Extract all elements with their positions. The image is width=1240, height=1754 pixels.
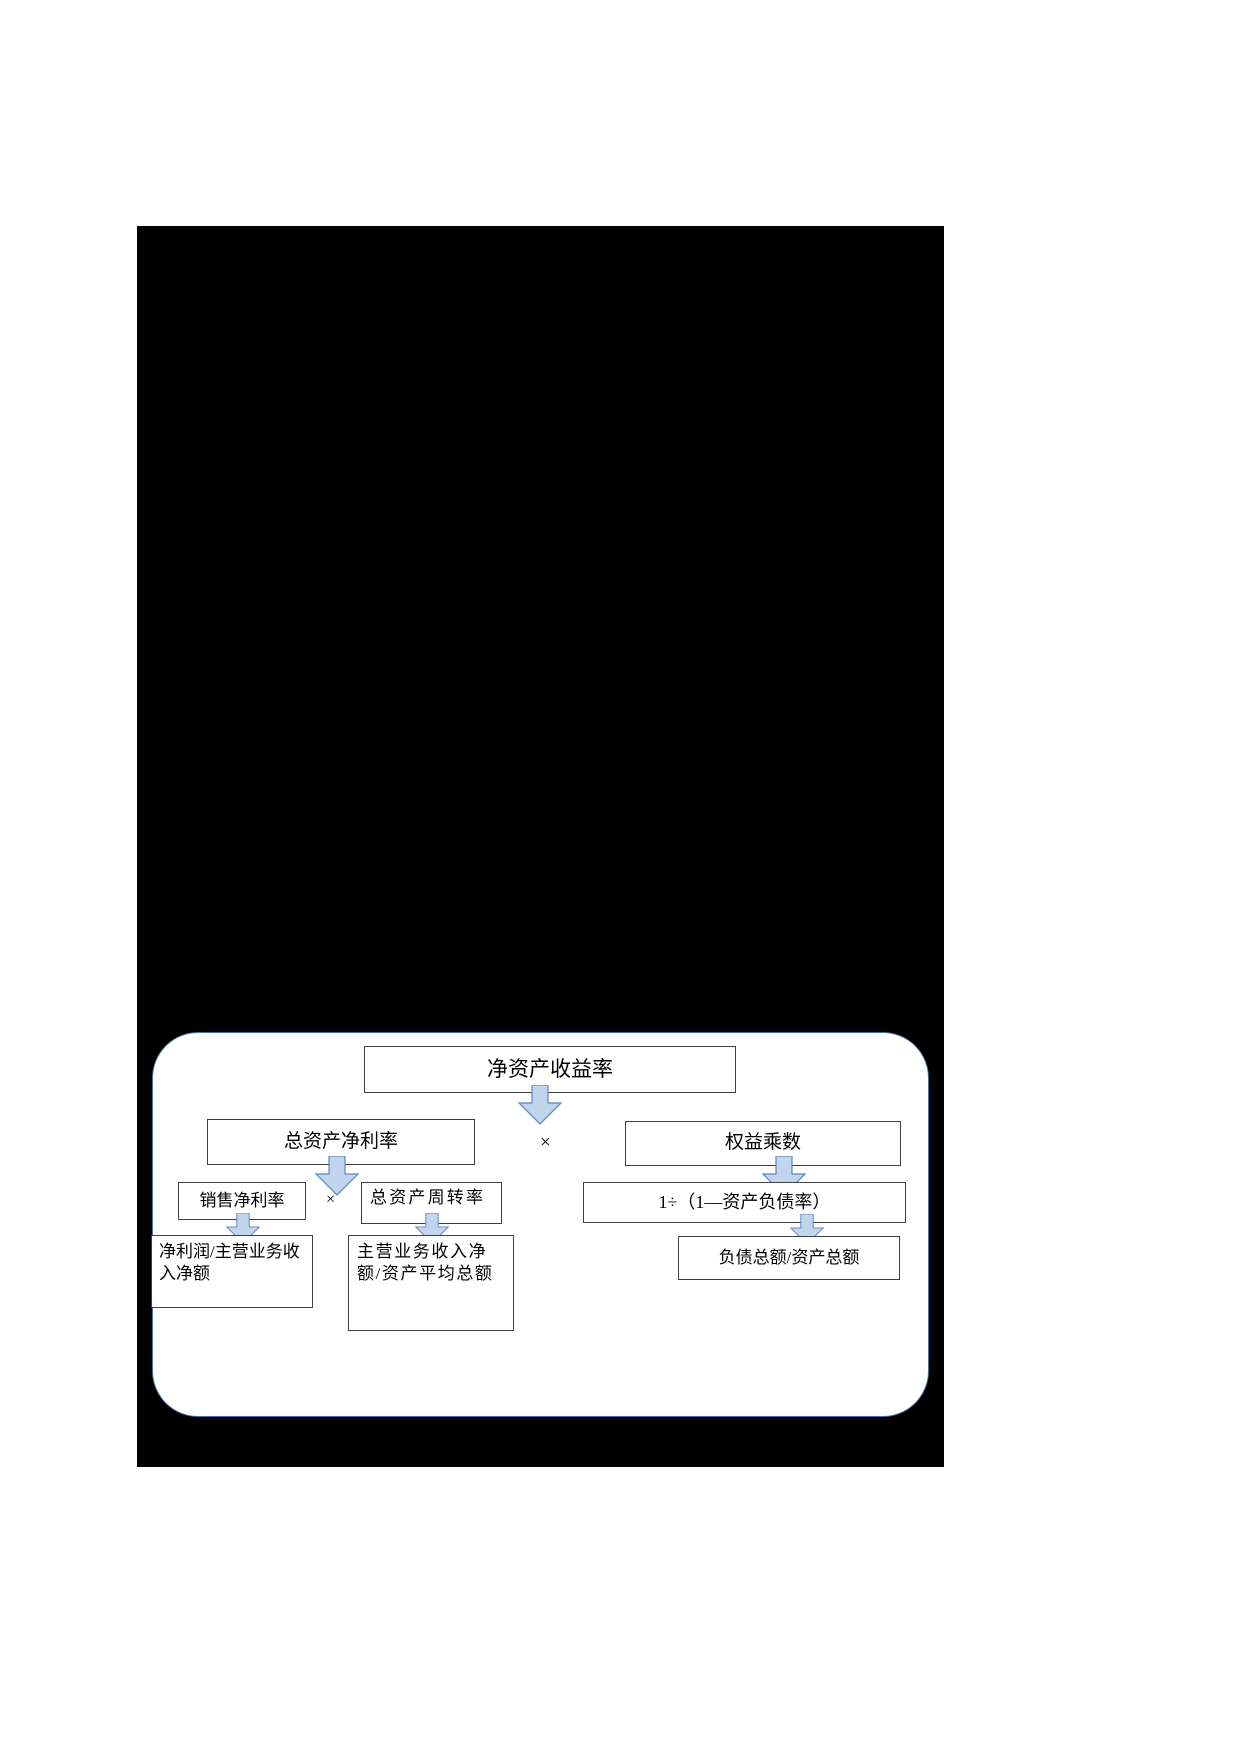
- down-arrow-icon: [315, 1156, 359, 1196]
- node-equity-multiplier[interactable]: 权益乘数: [625, 1121, 901, 1166]
- node-equity-multiplier-formula[interactable]: 1÷（1—资产负债率）: [583, 1182, 906, 1223]
- node-label: 负债总额/资产总额: [718, 1247, 860, 1267]
- node-total-liabilities-over-total-assets[interactable]: 负债总额/资产总额: [678, 1236, 900, 1280]
- node-label: 主营业务收入净额/资产平均总额: [357, 1242, 494, 1284]
- node-label: 权益乘数: [724, 1132, 801, 1154]
- node-revenue-over-average-assets[interactable]: 主营业务收入净额/资产平均总额: [348, 1235, 514, 1331]
- down-arrow-icon: [518, 1085, 562, 1125]
- node-label: 净利润/主营业务收入净额: [159, 1242, 300, 1284]
- node-label: 总资产周转率: [370, 1188, 486, 1207]
- node-label: 总资产净利率: [283, 1130, 398, 1152]
- node-net-asset-return-rate[interactable]: 净资产收益率: [364, 1046, 736, 1093]
- multiply-operator-middle: ×: [326, 1191, 336, 1208]
- node-label: 1÷（1—资产负债率）: [658, 1191, 831, 1212]
- multiply-operator-top: ×: [540, 1132, 551, 1153]
- node-net-profit-over-revenue[interactable]: 净利润/主营业务收入净额: [151, 1235, 313, 1308]
- node-sales-net-profit-rate[interactable]: 销售净利率: [178, 1182, 306, 1220]
- node-label: 销售净利率: [199, 1190, 285, 1210]
- node-label: 净资产收益率: [487, 1056, 613, 1081]
